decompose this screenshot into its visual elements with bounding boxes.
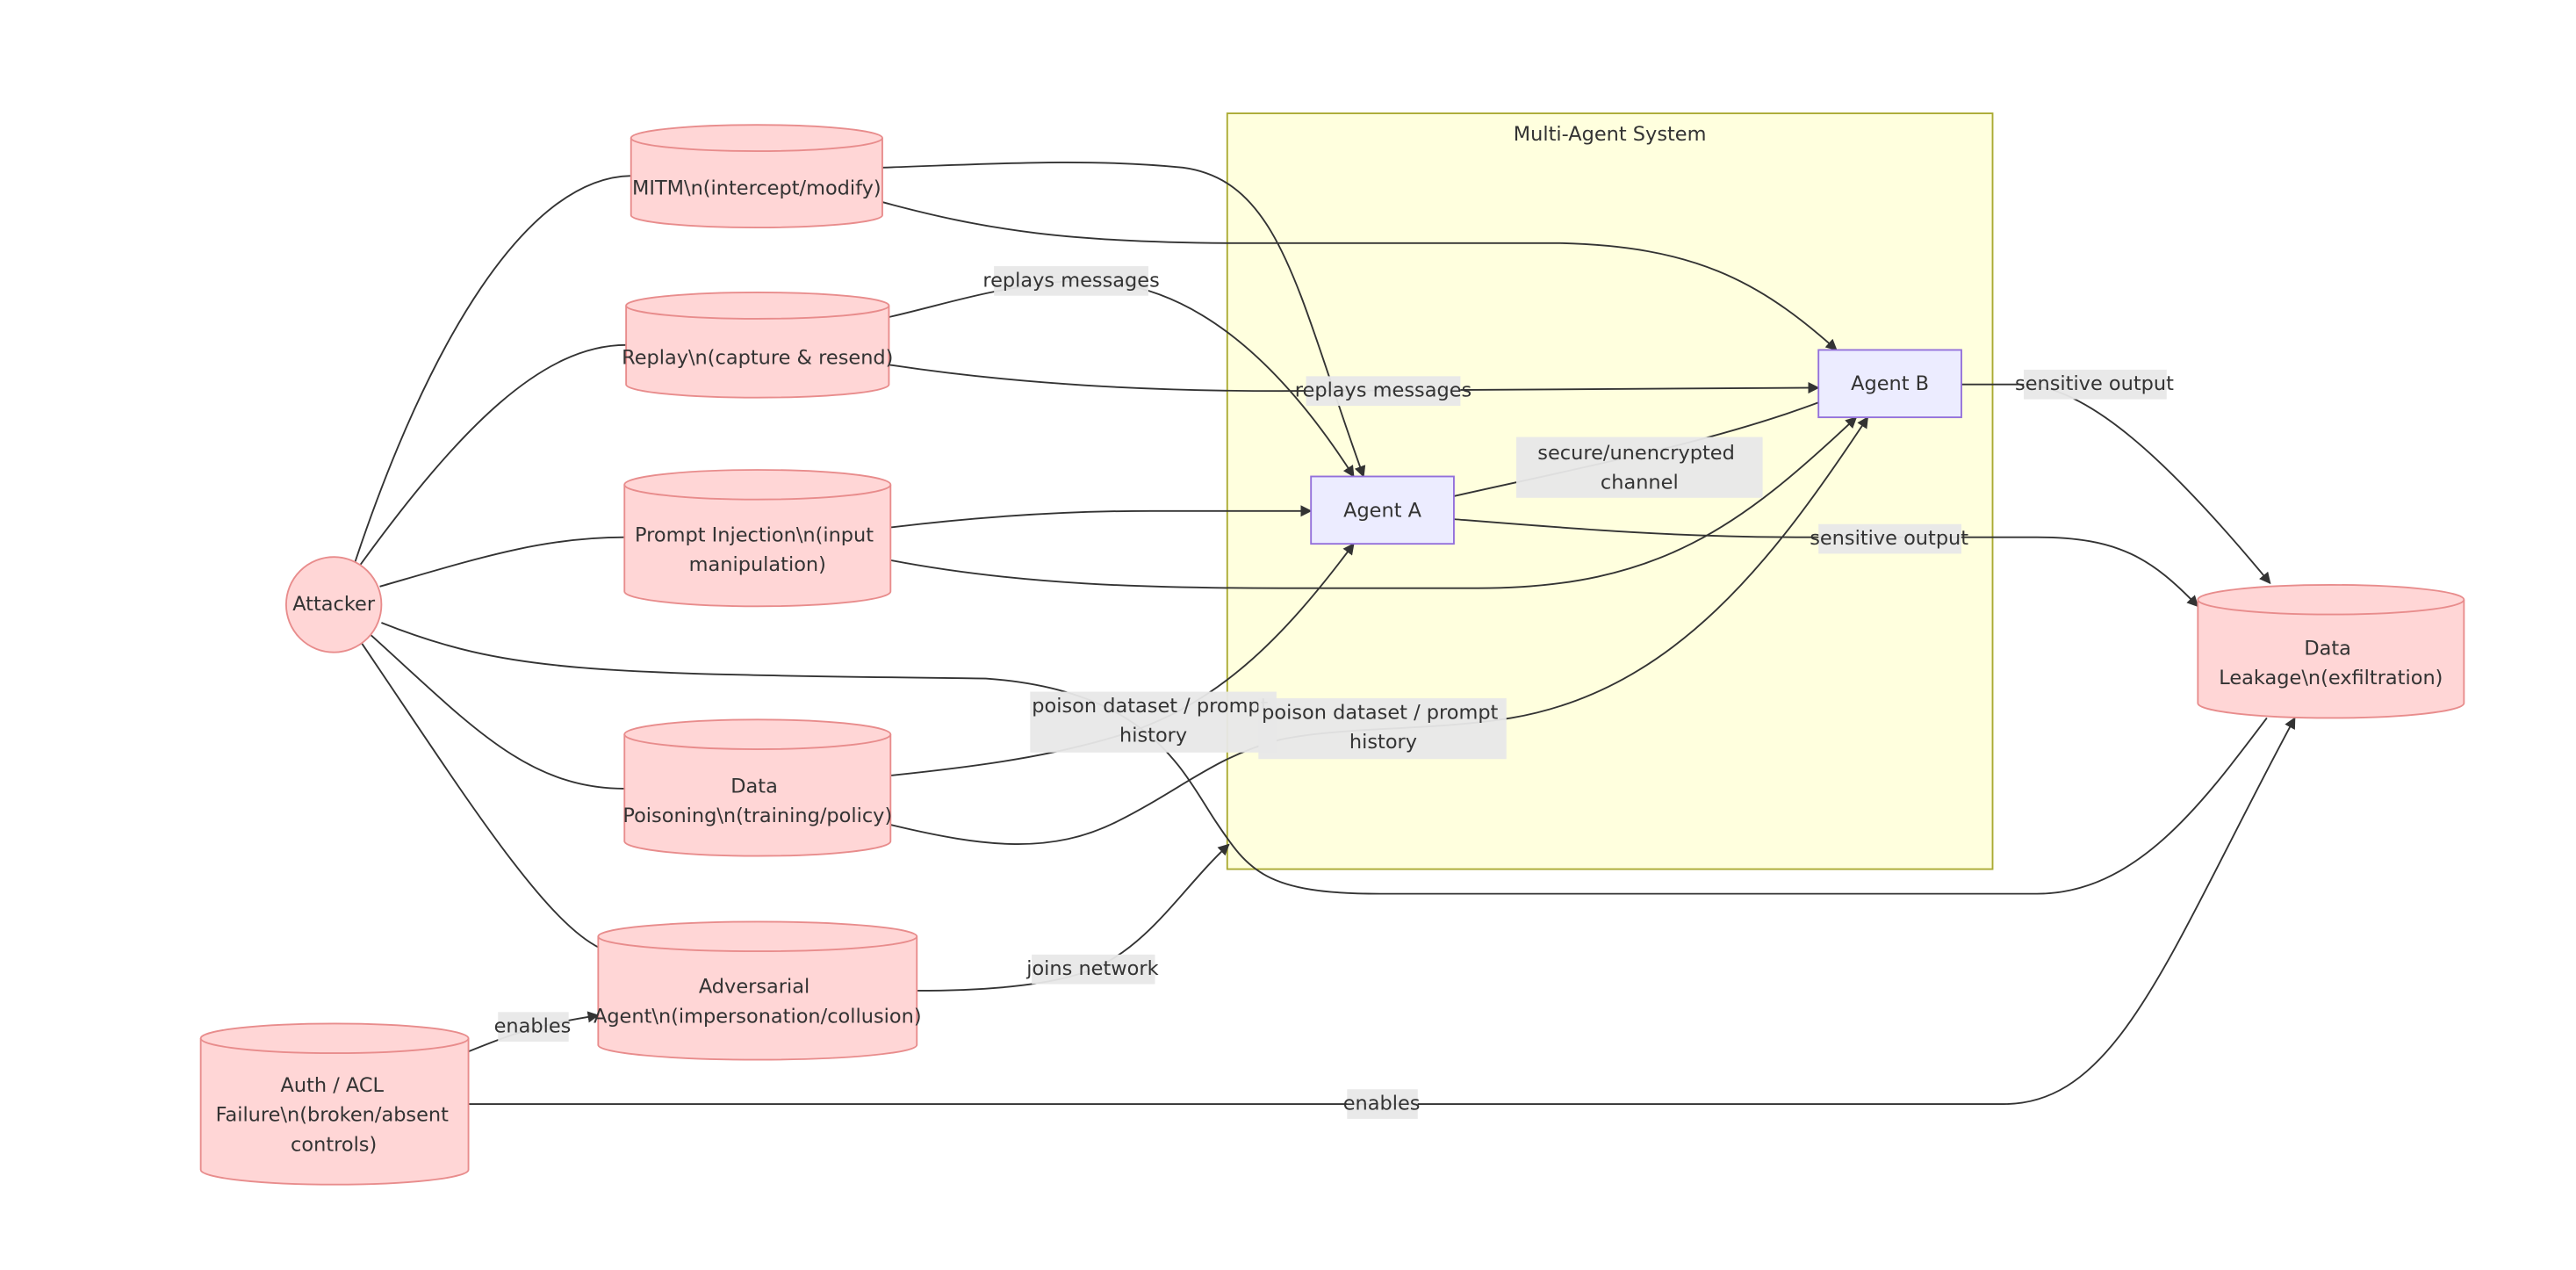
edge-attacker-prompt — [379, 536, 625, 588]
edge-label-text: poison dataset / prompt — [1032, 695, 1268, 718]
edge-label-auth-adversarial: enables — [494, 1012, 572, 1042]
auth-acl-failure-node[interactable]: Auth / ACL Failure\n(broken/absent contr… — [199, 1022, 470, 1186]
edge-label-adversarial-join: joins network — [1025, 954, 1159, 985]
data-poisoning-label-line1: Data — [730, 776, 778, 798]
adversarial-label-line1: Adversarial — [699, 976, 809, 999]
agent-a-node[interactable]: Agent A — [1310, 475, 1455, 545]
edge-label-text: replays messages — [1295, 379, 1471, 402]
agent-a-label: Agent A — [1343, 499, 1422, 522]
cluster-title: Multi-Agent System — [1514, 123, 1707, 146]
edge-attacker-poison — [369, 633, 625, 790]
edge-labels: replays messages replays messages secure… — [494, 266, 2174, 1119]
edge-prompt-agent-a — [890, 505, 1313, 529]
edge-auth-leakage — [468, 717, 2296, 1106]
leakage-label-line2: Leakage\n(exfiltration) — [2219, 667, 2443, 689]
data-leakage-node[interactable]: Data Leakage\n(exfiltration) — [2197, 584, 2465, 719]
edge-label-text: sensitive output — [2015, 372, 2174, 395]
edge-label-text: sensitive output — [1810, 527, 1968, 550]
edge-attacker-replay — [359, 343, 627, 566]
auth-label-line3: controls) — [291, 1133, 377, 1156]
leakage-label-line1: Data — [2304, 637, 2351, 660]
prompt-injection-node[interactable]: Prompt Injection\n(input manipulation) — [623, 469, 892, 608]
edge-label-text: enables — [1343, 1093, 1421, 1115]
edge-mitm-agent-b — [881, 201, 1838, 351]
edge-attacker-leakage — [381, 622, 2268, 895]
edge-agent-b-leakage — [1961, 383, 2271, 585]
edge-label-text: history — [1349, 731, 1417, 754]
edge-label-auth-leakage: enables — [1343, 1089, 1421, 1119]
data-poisoning-node[interactable]: Data Poisoning\n(training/policy) — [622, 718, 892, 857]
replay-label: Replay\n(capture & resend) — [622, 346, 893, 369]
edge-label-poison-agent-a: poison dataset / prompt history — [1030, 691, 1277, 753]
replay-node[interactable]: Replay\n(capture & resend) — [622, 292, 893, 399]
edge-attacker-adversarial — [359, 640, 601, 949]
edge-attacker-mitm — [354, 175, 631, 563]
edge-label-agent-a-leakage: sensitive output — [1810, 523, 1968, 554]
adversarial-agent-node[interactable]: Adversarial Agent\n(impersonation/collus… — [594, 920, 922, 1061]
edge-replay-agent-b — [889, 364, 1820, 394]
edge-agent-a-leakage — [1453, 518, 2199, 608]
edge-label-text: poison dataset / prompt — [1262, 701, 1498, 724]
edge-label-text: joins network — [1025, 957, 1158, 980]
edge-label-text: history — [1119, 725, 1187, 747]
edge-label-text: replays messages — [982, 269, 1159, 292]
edge-label-agent-b-leakage: sensitive output — [2015, 369, 2174, 400]
edge-mitm-agent-a — [881, 161, 1366, 478]
auth-label-line1: Auth / ACL — [281, 1074, 385, 1097]
edge-label-text: enables — [494, 1015, 572, 1038]
attacker-label: Attacker — [292, 593, 376, 616]
attacker-node[interactable]: Attacker — [284, 556, 383, 653]
prompt-injection-label-line2: manipulation) — [689, 553, 826, 576]
edge-label-poison-agent-b: poison dataset / prompt history — [1258, 698, 1507, 760]
mitm-label: MITM\n(intercept/modify) — [632, 177, 881, 200]
edge-prompt-agent-b — [890, 416, 1858, 589]
data-poisoning-label-line2: Poisoning\n(training/policy) — [622, 805, 892, 827]
edge-label-agent-a-agent-b: secure/unencrypted channel — [1516, 437, 1763, 498]
auth-label-line2: Failure\n(broken/absent — [216, 1104, 450, 1127]
mitm-node[interactable]: MITM\n(intercept/modify) — [630, 124, 883, 229]
agent-b-node[interactable]: Agent B — [1817, 349, 1962, 419]
edge-label-replay-agent-b: replays messages — [1295, 376, 1471, 407]
prompt-injection-label-line1: Prompt Injection\n(input — [635, 523, 874, 546]
agent-b-label: Agent B — [1851, 372, 1929, 395]
edge-label-replay-agent-a: replays messages — [982, 266, 1160, 296]
edge-label-text: secure/unencrypted — [1537, 442, 1735, 465]
edge-label-text: channel — [1601, 471, 1679, 494]
adversarial-label-line2: Agent\n(impersonation/collusion) — [594, 1005, 922, 1028]
